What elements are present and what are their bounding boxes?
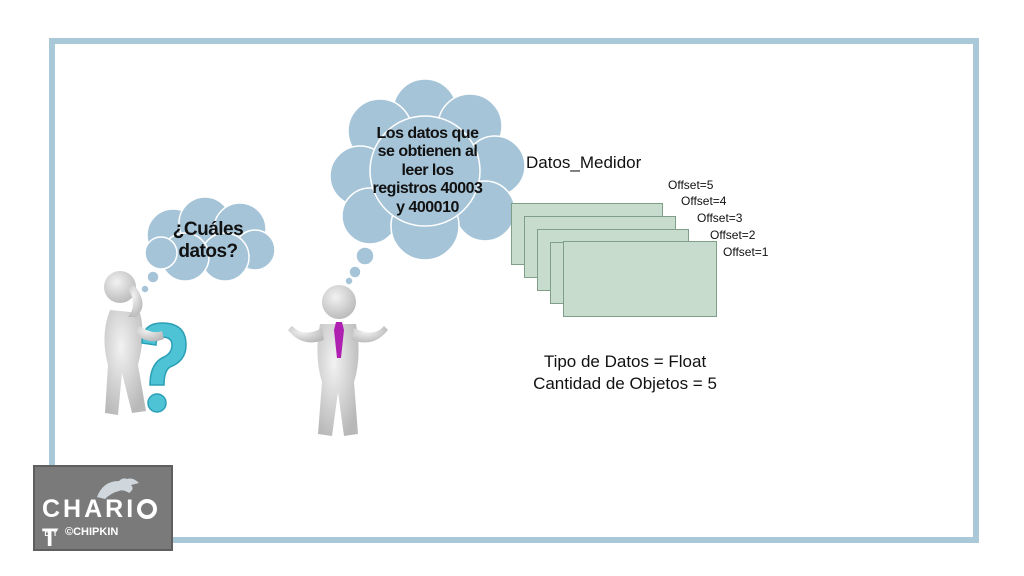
object-count-text: Cantidad de Objetos = 5 (533, 374, 717, 393)
logo-wordmark: CHARIT (42, 495, 171, 553)
offset-label: Offset=5 (668, 178, 714, 192)
copyright-c-icon: © (65, 526, 74, 538)
offset-label: Offset=3 (697, 211, 743, 225)
record-box-offset-1 (563, 241, 717, 317)
group-label: Datos_Medidor (526, 153, 642, 172)
gear-icon (137, 499, 158, 519)
offset-label: Offset=2 (710, 228, 756, 242)
thinking-person-illustration (104, 271, 187, 415)
slide-frame (49, 38, 979, 543)
offset-label: Offset=1 (723, 245, 769, 259)
data-properties: Tipo de Datos = Float Cantidad de Objeto… (500, 351, 750, 395)
offset-label: Offset=4 (681, 194, 727, 208)
answer-thought-bubble: Los datos que se obtienen al leer los re… (325, 76, 530, 286)
shrugging-person-illustration (288, 285, 388, 436)
chariot-logo: CHARIT BY ©CHIPKIN (33, 465, 173, 553)
logo-by-text: BY (44, 527, 59, 539)
logo-brand-text: ©CHIPKIN (65, 526, 119, 538)
horse-head-icon (97, 478, 139, 499)
cloud-shape (140, 196, 276, 294)
question-thought-bubble: ¿Cuáles datos? (135, 195, 285, 295)
cloud-shape-large (329, 78, 526, 286)
data-type-text: Tipo de Datos = Float (543, 352, 707, 371)
answer-text: Los datos que se obtienen al leer los re… (372, 125, 483, 216)
question-text: ¿Cuáles datos? (172, 219, 244, 262)
